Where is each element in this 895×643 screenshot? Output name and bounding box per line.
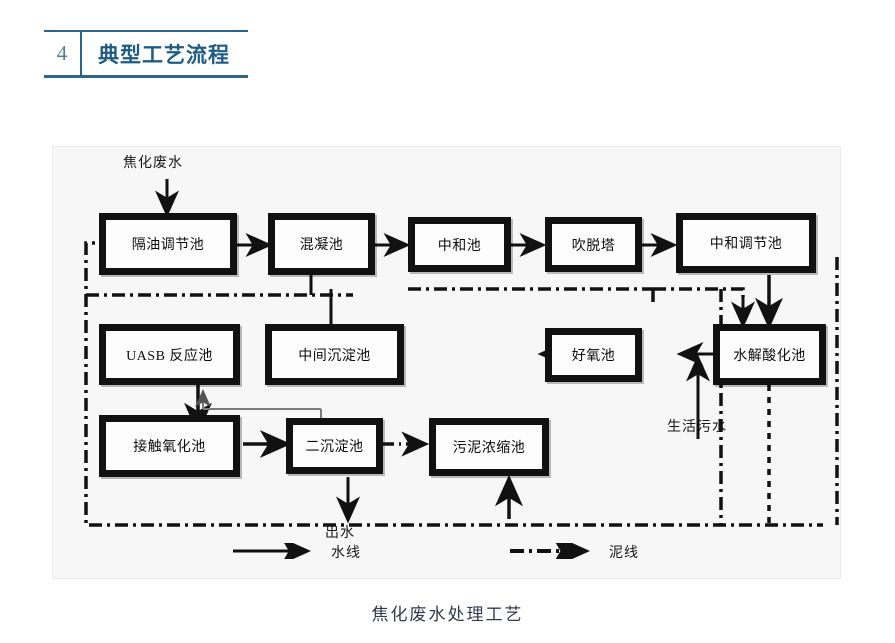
box-label: 隔油调节池 (105, 219, 231, 269)
box-contact-oxidation-tank[interactable]: 接触氧化池 (99, 415, 240, 477)
box-oil-separation-regulating-tank[interactable]: 隔油调节池 (99, 213, 237, 275)
box-label: 污泥浓缩池 (435, 424, 543, 470)
box-hydrolysis-acidification-tank[interactable]: 水解酸化池 (713, 324, 826, 385)
box-label: 中和调节池 (682, 219, 810, 267)
box-label: 二沉淀池 (292, 424, 377, 468)
label-coking-wastewater: 焦化废水 (123, 155, 183, 171)
label-domestic-sewage: 生活污水 (667, 419, 727, 435)
box-label: 中和池 (414, 223, 505, 266)
box-label: 混凝池 (274, 219, 369, 269)
legend-sludge-line-icon (510, 543, 590, 559)
box-neutralization-tank[interactable]: 中和池 (408, 217, 511, 272)
box-sludge-thickening-tank[interactable]: 污泥浓缩池 (429, 418, 549, 476)
box-label: UASB 反应池 (105, 330, 234, 379)
page-title: 典型工艺流程 (98, 42, 230, 67)
box-neutralization-regulating-tank[interactable]: 中和调节池 (676, 213, 816, 273)
box-label: 接触氧化池 (105, 421, 234, 471)
box-label: 吹脱塔 (551, 223, 636, 266)
section-number: 4 (56, 41, 68, 65)
legend-water-line-icon (233, 543, 311, 559)
box-uasb-reactor[interactable]: UASB 反应池 (99, 324, 240, 385)
box-label: 水解酸化池 (719, 330, 820, 379)
legend-sludge-line-label: 泥线 (609, 545, 639, 561)
box-secondary-sedimentation-tank[interactable]: 二沉淀池 (286, 418, 383, 474)
box-intermediate-sedimentation-tank[interactable]: 中间沉淀池 (265, 324, 404, 385)
section-header: 4 典型工艺流程 (44, 30, 248, 78)
figure-caption: 焦化废水处理工艺 (371, 605, 524, 625)
box-coagulation-tank[interactable]: 混凝池 (268, 213, 375, 275)
box-label: 中间沉淀池 (271, 330, 398, 379)
box-aerobic-tank[interactable]: 好氧池 (545, 328, 642, 382)
legend-water-line-label: 水线 (331, 545, 361, 561)
header-divider (80, 32, 82, 75)
label-effluent: 出水 (325, 525, 355, 541)
box-label: 好氧池 (551, 334, 636, 376)
process-flow-figure: 隔油调节池 混凝池 中和池 吹脱塔 中和调节池 UASB 反应池 中间沉淀池 好… (52, 146, 841, 579)
box-stripping-tower[interactable]: 吹脱塔 (545, 217, 642, 272)
